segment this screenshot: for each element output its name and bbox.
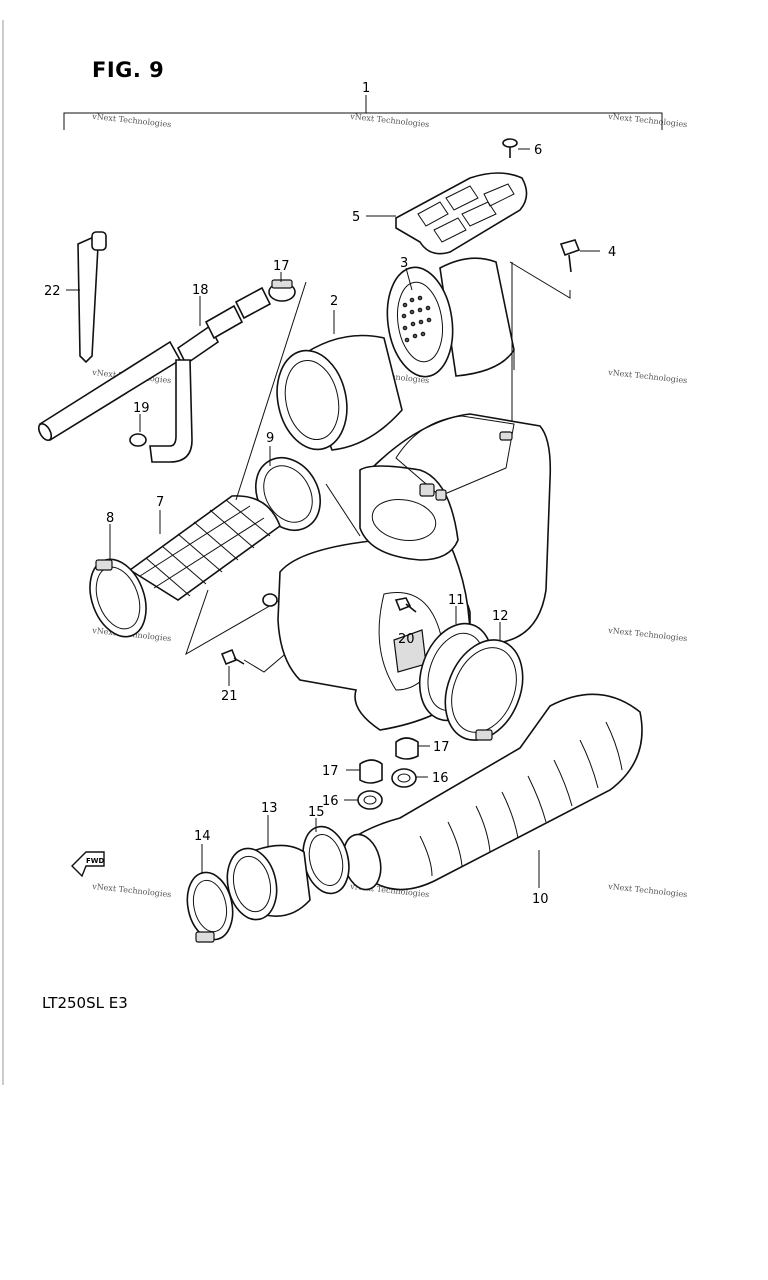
part-plug-16-upper (391, 768, 428, 788)
part-bolt-4 (509, 239, 600, 299)
part-foam-element-2 (276, 310, 403, 451)
part-plug-16-lower (344, 790, 383, 810)
callout-4: 4 (608, 245, 616, 260)
callout-17-top: 17 (273, 259, 290, 274)
callout-13: 13 (261, 801, 278, 816)
callout-15: 15 (308, 805, 325, 820)
part-strap-22 (66, 231, 107, 364)
callout-19: 19 (133, 401, 150, 416)
callout-14: 14 (194, 829, 211, 844)
part-filter-element-3 (386, 257, 515, 378)
part-intake-hose-10 (342, 693, 643, 891)
callout-9: 9 (266, 431, 274, 446)
assembly-guide-lines (185, 262, 515, 673)
part-clamp-17-top (268, 272, 296, 302)
callout-6: 6 (534, 143, 542, 158)
part-screw-6 (502, 138, 530, 158)
part-ring-14 (186, 844, 234, 943)
part-band-15 (302, 818, 350, 895)
callout-2: 2 (330, 294, 338, 309)
callout-labels: 1 2 3 4 5 6 7 8 9 10 11 12 13 14 15 16 1… (44, 81, 616, 907)
callout-5: 5 (352, 210, 360, 225)
callout-12: 12 (492, 609, 509, 624)
callout-17-mid: 17 (433, 740, 450, 755)
callout-11: 11 (448, 593, 465, 608)
part-breather-hose-18 (37, 286, 272, 463)
part-bolt-20 (394, 597, 417, 613)
callout-18: 18 (192, 283, 209, 298)
callout-10: 10 (532, 892, 549, 907)
callout-7: 7 (156, 495, 164, 510)
part-intake-duct-7 (128, 495, 281, 601)
callout-22: 22 (44, 284, 61, 299)
model-code: LT250SL E3 (42, 994, 128, 1012)
figure-title: FIG. 9 (92, 58, 165, 82)
callout-8: 8 (106, 511, 114, 526)
part-clamp-17-mid (395, 737, 430, 760)
callout-21: 21 (221, 689, 238, 704)
assembly-bracket (63, 95, 663, 130)
part-clamp-17-low (346, 759, 383, 784)
callout-20: 20 (398, 632, 415, 647)
part-connector-13 (226, 815, 311, 921)
part-band-clamp-8 (89, 524, 147, 638)
callout-3: 3 (400, 256, 408, 271)
callout-16-lower: 16 (322, 794, 339, 809)
callout-16-upper: 16 (432, 771, 449, 786)
part-band-12 (444, 622, 524, 741)
part-clip-19 (129, 414, 147, 447)
part-bolt-21 (220, 648, 245, 686)
callout-17-low: 17 (322, 764, 339, 779)
part-cover-plate-5 (366, 172, 528, 255)
fwd-arrow-icon: FWD (71, 851, 105, 878)
fwd-label: FWD (86, 857, 105, 865)
callout-1: 1 (362, 81, 370, 96)
